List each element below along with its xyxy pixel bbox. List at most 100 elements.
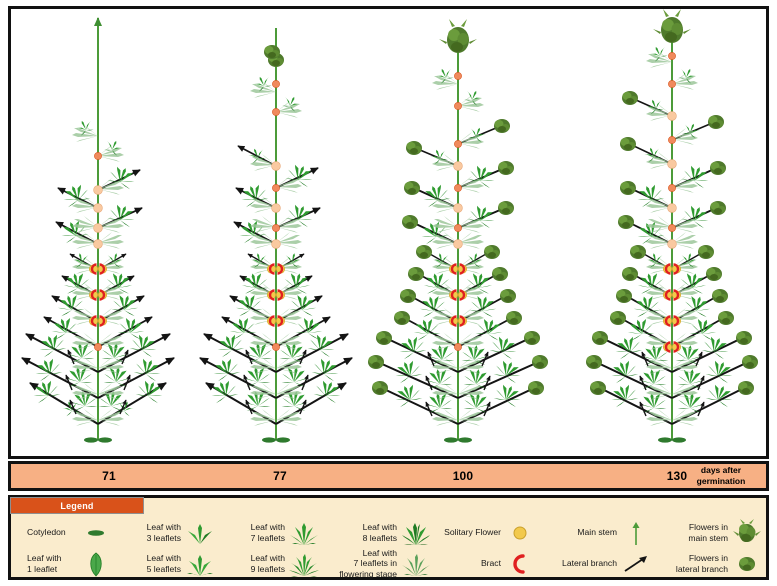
legend-label: Leaf with 1 leaflet (27, 553, 62, 574)
flowers-lateral-branch (400, 289, 416, 303)
plant-day-77 (199, 28, 353, 443)
flowers-lateral-branch (498, 201, 514, 215)
flowers-lateral-branch (590, 381, 606, 395)
flowers-lateral-branch (498, 161, 514, 175)
flowers-lateral-branch (710, 161, 726, 175)
node-whorl-flowering (51, 291, 145, 327)
timeline-day-130: 130 (666, 469, 688, 483)
node-alternate (233, 217, 302, 249)
flowers-lateral-branch (416, 245, 432, 259)
cotyledon (658, 437, 686, 443)
legend-item-leaf-7-leaflets-flowering: Leaf with 7 leaflets in flowering stage (323, 548, 435, 579)
node-alternate (432, 201, 514, 233)
flowers-lateral-branch (494, 119, 510, 133)
node-alternate (235, 181, 281, 213)
flowers-lateral-branch (620, 181, 636, 195)
flowers-main-stem (653, 9, 691, 43)
flowers-main-stem (264, 45, 284, 67)
legend-item-main-stem: Main stem (539, 517, 655, 548)
node-whorl (25, 331, 171, 374)
leaf-7-leaflets-flowering-icon (402, 551, 430, 577)
flowers-lateral-branch (610, 311, 626, 325)
leaf-8-leaflets-icon (402, 520, 430, 546)
flowers-lateral-branch (710, 201, 726, 215)
flowers-lateral-branch (408, 267, 424, 281)
flowers-lateral-branch (368, 355, 384, 369)
plant-day-100 (368, 19, 548, 443)
flowers-lateral-branch (376, 331, 392, 345)
node-whorl-flowering (630, 245, 714, 275)
legend-item-flowers-main-stem: Flowers in main stem (655, 517, 766, 548)
flowers-lateral-branch (630, 245, 646, 259)
cotyledon (262, 437, 290, 443)
legend-label: Leaf with 8 leaflets (362, 522, 397, 543)
node-apical (72, 117, 98, 142)
flowers-lateral-branch (708, 115, 724, 129)
cotyledon-icon (83, 520, 109, 546)
node-alternate (620, 137, 677, 169)
legend-label: Leaf with 7 leaflets in flowering stage (339, 547, 397, 579)
main-stem-icon (623, 520, 649, 546)
flowers-lateral-branch (372, 381, 388, 395)
flowers-lateral-branch (532, 355, 548, 369)
legend-label: Flowers in lateral branch (675, 553, 728, 574)
leaf-9-leaflets-icon (289, 551, 319, 577)
legend-item-leaf-7-leaflets: Leaf with 7 leaflets (219, 517, 323, 548)
node-whorl-flowering (239, 270, 313, 301)
flowers-lateral-branch (736, 331, 752, 345)
solitary-flower-icon (507, 520, 533, 546)
flowers-lateral-branch (404, 181, 420, 195)
legend-item-leaf-8-leaflets: Leaf with 8 leaflets (323, 517, 435, 548)
legend-label: Cotyledon (27, 527, 66, 538)
legend-panel: Legend Cotyledon Leaf with 3 leaflets (8, 495, 769, 580)
legend-label: Leaf with 7 leaflets (250, 522, 285, 543)
node-whorl (199, 355, 353, 400)
node-whorl (372, 381, 544, 426)
node-whorl-flowering (394, 311, 522, 351)
flowers-lateral-branch (492, 267, 508, 281)
plant-day-130 (586, 9, 758, 443)
legend-item-bract: Bract (435, 548, 539, 579)
legend-item-leaf-5-leaflets: Leaf with 5 leaflets (115, 548, 219, 579)
plant-day-71 (21, 17, 175, 443)
flowers-lateral-branch-icon (734, 551, 760, 577)
flowers-lateral-branch (742, 355, 758, 369)
node-whorl-flowering (69, 251, 127, 275)
flowers-lateral-branch (618, 215, 634, 229)
legend-title: Legend (10, 497, 144, 514)
node-alternate (72, 201, 143, 233)
flowers-lateral-branch (592, 331, 608, 345)
node-whorl-flowering (61, 270, 135, 301)
node-whorl-flowering (616, 289, 728, 327)
cotyledon (444, 437, 472, 443)
flowers-lateral-branch (500, 289, 516, 303)
legend-item-leaf-1-leaflet: Leaf with 1 leaflet (11, 548, 115, 579)
legend-item-leaf-9-leaflets: Leaf with 9 leaflets (219, 548, 323, 579)
flowers-lateral-branch (528, 381, 544, 395)
legend-grid: Cotyledon Leaf with 3 leaflets (11, 517, 766, 579)
timeline-caption: days after germination (678, 464, 764, 488)
flowers-main-stem (439, 19, 477, 53)
node-whorl (590, 381, 754, 426)
flowers-lateral-branch (586, 355, 602, 369)
node-whorl-flowering (43, 314, 153, 351)
legend-label: Leaf with 9 leaflets (250, 553, 285, 574)
legend-label: Solitary Flower (444, 527, 501, 538)
node-whorl-flowering (400, 289, 516, 327)
node-alternate (237, 145, 281, 171)
plants-canvas (21, 9, 758, 443)
node-alternate (272, 161, 319, 193)
flowers-main-stem-icon (733, 518, 761, 546)
node-whorl-flowering (247, 251, 305, 275)
legend-item-lateral-branch: Lateral branch (539, 548, 655, 579)
node-whorl (376, 331, 540, 374)
node-alternate (402, 215, 484, 249)
legend-item-flowers-lateral-branch: Flowers in lateral branch (655, 548, 766, 579)
node-alternate (668, 115, 724, 145)
bract-icon (507, 551, 533, 577)
node-whorl (592, 331, 752, 374)
node-alternate (646, 201, 726, 233)
node-alternate (57, 181, 103, 213)
node-alternate (55, 217, 124, 249)
cotyledon (84, 437, 112, 443)
